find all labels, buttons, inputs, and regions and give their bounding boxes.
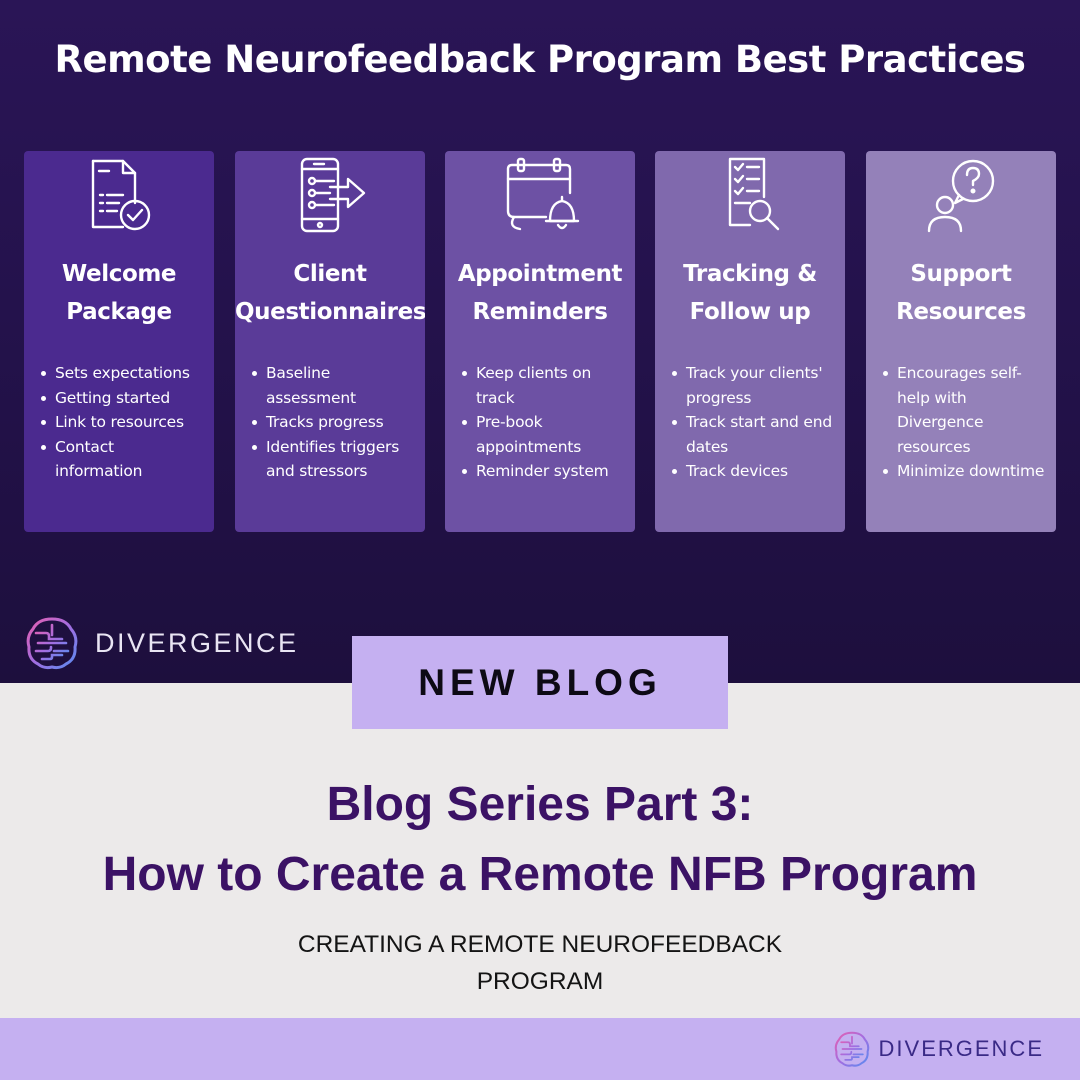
- phone-questionnaire-icon: [235, 155, 425, 235]
- bullet-item: Getting started: [38, 386, 210, 411]
- brand-name: DIVERGENCE: [95, 627, 299, 658]
- new-blog-badge: NEW BLOG: [352, 636, 728, 729]
- brain-logo-icon: [834, 1031, 869, 1067]
- hero-banner: Remote Neurofeedback Program Best Practi…: [0, 0, 1080, 683]
- bullet-item: Link to resources: [38, 410, 210, 435]
- person-question-icon: [866, 155, 1056, 235]
- blog-title: Blog Series Part 3: How to Create a Remo…: [0, 770, 1080, 910]
- bullet-item: Reminder system: [459, 459, 631, 484]
- bullet-item: Track your clients'progress: [669, 361, 841, 410]
- hero-title: Remote Neurofeedback Program Best Practi…: [54, 38, 1026, 81]
- blog-title-line-2: How to Create a Remote NFB Program: [102, 848, 978, 901]
- blog-title-line-1: Blog Series Part 3:: [326, 778, 754, 831]
- checklist-magnifier-icon: [655, 155, 845, 235]
- bullet-item: Tracks progress: [249, 410, 421, 435]
- document-checklist-icon: [24, 155, 214, 235]
- blog-subtitle-line-1: CREATING A REMOTE NEUROFEEDBACK: [297, 931, 783, 958]
- brand-logo: DIVERGENCE: [24, 614, 299, 672]
- brain-logo-icon: [26, 617, 78, 670]
- card-title: Tracking &Follow up: [683, 261, 817, 325]
- blog-subtitle: CREATING A REMOTE NEUROFEEDBACK PROGRAM: [0, 926, 1080, 1000]
- brand-name: DIVERGENCE: [878, 1036, 1044, 1061]
- bullet-item: Sets expectations: [38, 361, 210, 386]
- footer-bar: DIVERGENCE: [0, 1018, 1080, 1080]
- footer-brand-logo: DIVERGENCE: [833, 1026, 1044, 1072]
- calendar-bell-icon: [445, 155, 635, 235]
- card-bullet-list: Sets expectations Getting started Link t…: [38, 361, 210, 484]
- bullet-item: Minimize downtime: [880, 459, 1052, 484]
- card-tracking-follow-up: Tracking &Follow up Track your clients'p…: [655, 151, 845, 532]
- blog-subtitle-line-2: PROGRAM: [476, 968, 604, 995]
- card-bullet-list: Track your clients'progress Track start …: [669, 361, 841, 484]
- badge-label: NEW BLOG: [418, 661, 662, 703]
- bullet-item: Track devices: [669, 459, 841, 484]
